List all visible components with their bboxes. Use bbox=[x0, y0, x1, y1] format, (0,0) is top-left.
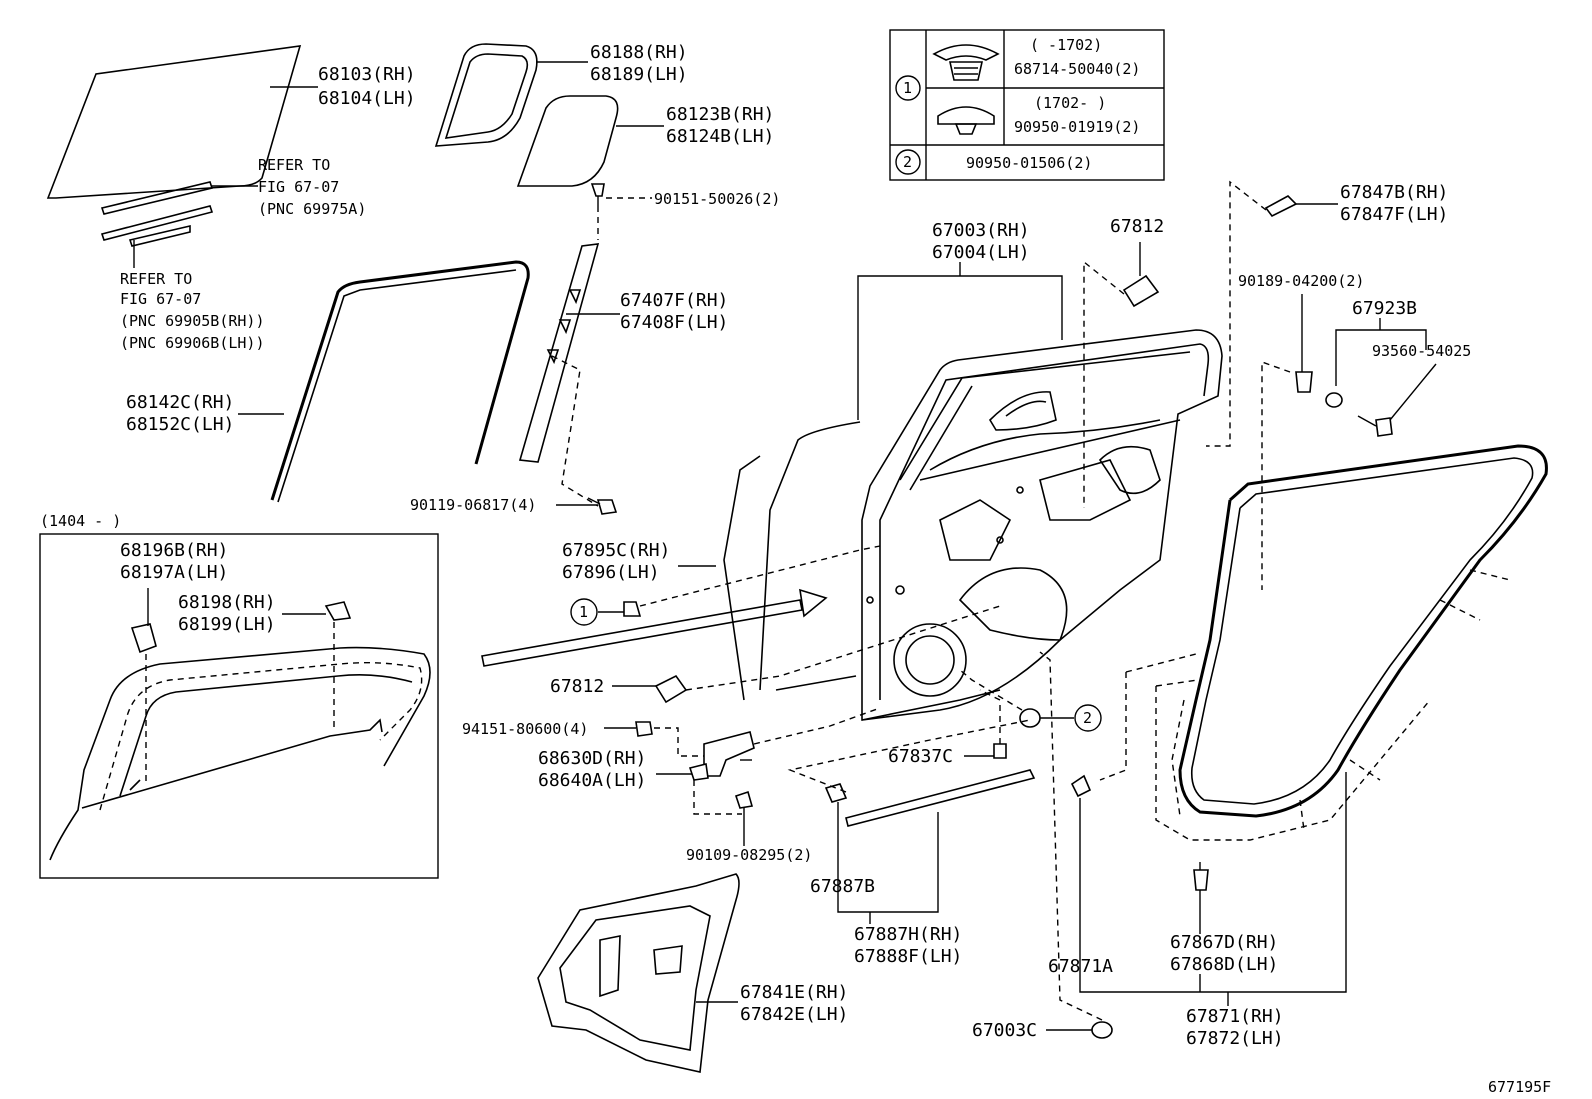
door-weatherstrip bbox=[1178, 444, 1548, 818]
label-67003: 67003(RH) bbox=[932, 220, 1030, 241]
callout-circle-1 bbox=[570, 598, 598, 626]
inset-labels: (1404 - ) 68196B(RH) 68197A(LH) 68198(RH… bbox=[40, 512, 276, 635]
label-90119: 90119-06817(4) bbox=[410, 496, 536, 514]
plug-67003c bbox=[1091, 1021, 1113, 1039]
label-67872: 67872(LH) bbox=[1186, 1028, 1284, 1049]
legend-circle-2 bbox=[895, 149, 921, 175]
label-68199: 68199(LH) bbox=[178, 614, 276, 635]
label-90189: 90189-04200(2) bbox=[1238, 272, 1364, 290]
screw-90189 bbox=[1295, 371, 1313, 393]
label-68142c: 68142C(RH) bbox=[126, 392, 234, 413]
label-68197a: 68197A(LH) bbox=[120, 562, 228, 583]
label-67004: 67004(LH) bbox=[932, 242, 1030, 263]
label-refer2-line1: REFER TO bbox=[120, 270, 192, 288]
callout-labels: 68103(RH) 68104(LH) 68188(RH) 68189(LH) … bbox=[120, 42, 1551, 1096]
legend-table bbox=[889, 29, 1165, 181]
label-68640a: 68640A(LH) bbox=[538, 770, 646, 791]
clip-67871a bbox=[1070, 774, 1092, 798]
hinge-68630 bbox=[688, 731, 755, 781]
label-67868d: 67868D(LH) bbox=[1170, 954, 1278, 975]
label-67923b: 67923B bbox=[1352, 298, 1417, 319]
callout-circle-2 bbox=[1074, 704, 1102, 732]
label-refer1-line2: FIG 67-07 bbox=[258, 178, 339, 196]
legend-row1-part-b: 90950-01919(2) bbox=[1014, 118, 1140, 136]
label-67871: 67871(RH) bbox=[1186, 1006, 1284, 1027]
label-67837c: 67837C bbox=[888, 746, 953, 767]
legend-row1-num: 1 bbox=[903, 79, 912, 97]
quarter-window-seal bbox=[434, 43, 538, 147]
door-outer-weatherstrip bbox=[723, 421, 861, 701]
label-67847b: 67847B(RH) bbox=[1340, 182, 1448, 203]
label-67841e: 67841E(RH) bbox=[740, 982, 848, 1003]
label-67896: 67896(LH) bbox=[562, 562, 660, 583]
clip-67887b bbox=[824, 783, 848, 803]
screw-93560 bbox=[1357, 415, 1393, 437]
bolt-90119 bbox=[587, 497, 618, 515]
callout-circle-2-text: 2 bbox=[1083, 709, 1092, 727]
clip-circle-2-part bbox=[1019, 708, 1041, 728]
rear-division-channel bbox=[518, 243, 600, 463]
nut-94151 bbox=[635, 721, 653, 737]
legend-row2-num: 2 bbox=[903, 153, 912, 171]
label-93560: 93560-54025 bbox=[1372, 342, 1471, 360]
label-67871a: 67871A bbox=[1048, 956, 1113, 977]
label-67408f: 67408F(LH) bbox=[620, 312, 728, 333]
label-67887h: 67887H(RH) bbox=[854, 924, 962, 945]
legend-row1-range-b: (1702- ) bbox=[1034, 94, 1106, 112]
bolt-90109 bbox=[734, 790, 754, 809]
legend-labels: 1 ( -1702) 68714-50040(2) (1702- ) 90950… bbox=[895, 36, 1140, 175]
label-68196b: 68196B(RH) bbox=[120, 540, 228, 561]
clip-circle-1-part bbox=[623, 601, 642, 617]
label-67867d: 67867D(RH) bbox=[1170, 932, 1278, 953]
glass-run bbox=[270, 260, 530, 503]
callout-circle-1-text: 1 bbox=[579, 603, 588, 621]
label-94151: 94151-80600(4) bbox=[462, 720, 588, 738]
grommet-67923 bbox=[1325, 392, 1343, 408]
pad-67812-top bbox=[1122, 274, 1160, 308]
belt-moulding-bar bbox=[481, 588, 828, 667]
label-refer2-line4: (PNC 69906B(LH)) bbox=[120, 334, 265, 352]
label-68104: 68104(LH) bbox=[318, 88, 416, 109]
label-67812-top: 67812 bbox=[1110, 216, 1164, 237]
label-67895c: 67895C(RH) bbox=[562, 540, 670, 561]
label-68123b: 68123B(RH) bbox=[666, 104, 774, 125]
label-67842e: 67842E(LH) bbox=[740, 1004, 848, 1025]
label-67003c: 67003C bbox=[972, 1020, 1037, 1041]
lower-moulding bbox=[845, 769, 1036, 827]
legend-row1-range-a: ( -1702) bbox=[1030, 36, 1102, 54]
label-refer1-line3: (PNC 69975A) bbox=[258, 200, 366, 218]
label-90151: 90151-50026(2) bbox=[654, 190, 780, 208]
door-service-hole-cover bbox=[537, 873, 740, 1073]
legend-row2-part: 90950-01506(2) bbox=[966, 154, 1092, 172]
clip-67837c bbox=[993, 743, 1007, 759]
label-67847f: 67847F(LH) bbox=[1340, 204, 1448, 225]
label-68188: 68188(RH) bbox=[590, 42, 688, 63]
rear-door-panel bbox=[861, 329, 1223, 721]
clip-90151 bbox=[590, 183, 605, 206]
label-67407f: 67407F(RH) bbox=[620, 290, 728, 311]
cover-67847 bbox=[1264, 195, 1298, 218]
label-67887b: 67887B bbox=[810, 876, 875, 897]
label-68189: 68189(LH) bbox=[590, 64, 688, 85]
label-refer2-line3: (PNC 69905B(RH)) bbox=[120, 312, 265, 330]
label-67888f: 67888F(LH) bbox=[854, 946, 962, 967]
legend-circle-1 bbox=[895, 75, 921, 101]
pad-67812-bottom bbox=[654, 674, 688, 704]
label-68198: 68198(RH) bbox=[178, 592, 276, 613]
label-refer2-line2: FIG 67-07 bbox=[120, 290, 201, 308]
label-67812-bottom: 67812 bbox=[550, 676, 604, 697]
label-68124b: 68124B(LH) bbox=[666, 126, 774, 147]
figure-id: 677195F bbox=[1488, 1078, 1551, 1096]
label-refer1-line1: REFER TO bbox=[258, 156, 330, 174]
label-68630d: 68630D(RH) bbox=[538, 748, 646, 769]
inset-date: (1404 - ) bbox=[40, 512, 121, 530]
legend-row1-part-a: 68714-50040(2) bbox=[1014, 60, 1140, 78]
quarter-window-glass bbox=[516, 95, 619, 187]
label-68103: 68103(RH) bbox=[318, 64, 416, 85]
inset-box bbox=[39, 533, 439, 879]
label-90109: 90109-08295(2) bbox=[686, 846, 812, 864]
label-68152c: 68152C(LH) bbox=[126, 414, 234, 435]
clip-67867d bbox=[1193, 862, 1209, 891]
